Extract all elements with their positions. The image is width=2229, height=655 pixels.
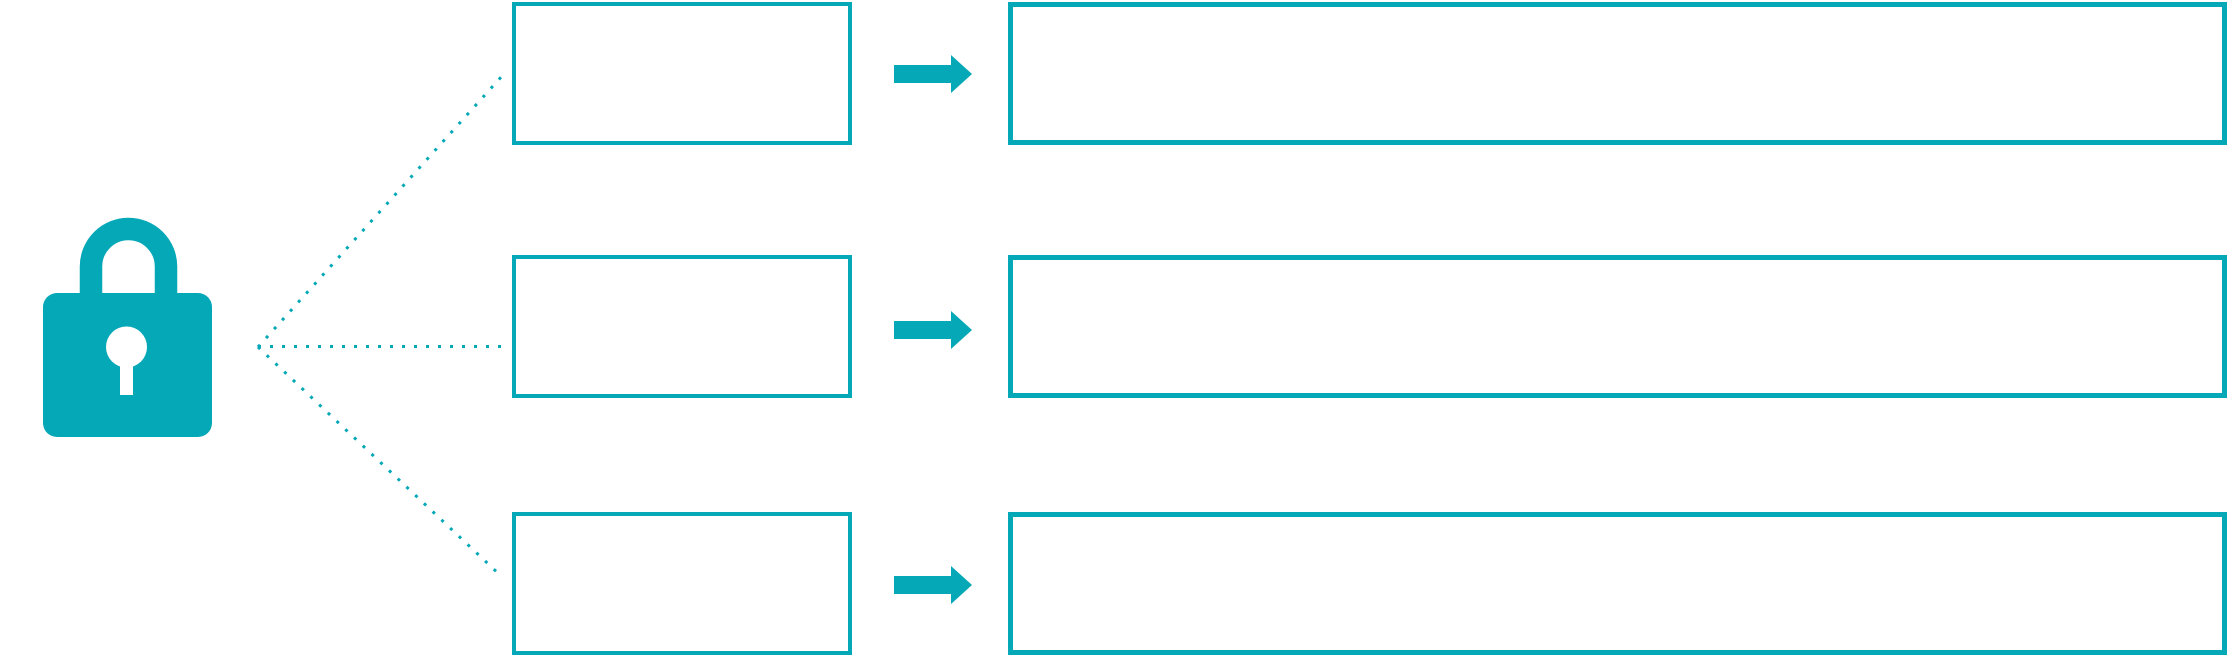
- lock-shackle: [79, 217, 178, 307]
- right-arrow-icon-2: [894, 311, 972, 349]
- right-arrow-icon-3: [894, 566, 972, 604]
- term-box-2: [512, 255, 852, 398]
- description-box-1: [1008, 2, 2227, 145]
- right-arrow-shape: [894, 55, 972, 93]
- lock-keyhole-circle: [106, 326, 147, 368]
- term-box-1: [512, 2, 852, 145]
- dotted-line-bottom: [256, 345, 502, 577]
- right-arrow-shape: [894, 566, 972, 604]
- lock-keyhole-stem: [120, 363, 133, 395]
- lock-icon: [43, 217, 212, 437]
- right-arrow-shape: [894, 311, 972, 349]
- description-box-3: [1008, 512, 2227, 655]
- dotted-line-top: [256, 74, 504, 349]
- term-box-3: [512, 512, 852, 655]
- right-arrow-icon-1: [894, 55, 972, 93]
- description-box-2: [1008, 255, 2227, 398]
